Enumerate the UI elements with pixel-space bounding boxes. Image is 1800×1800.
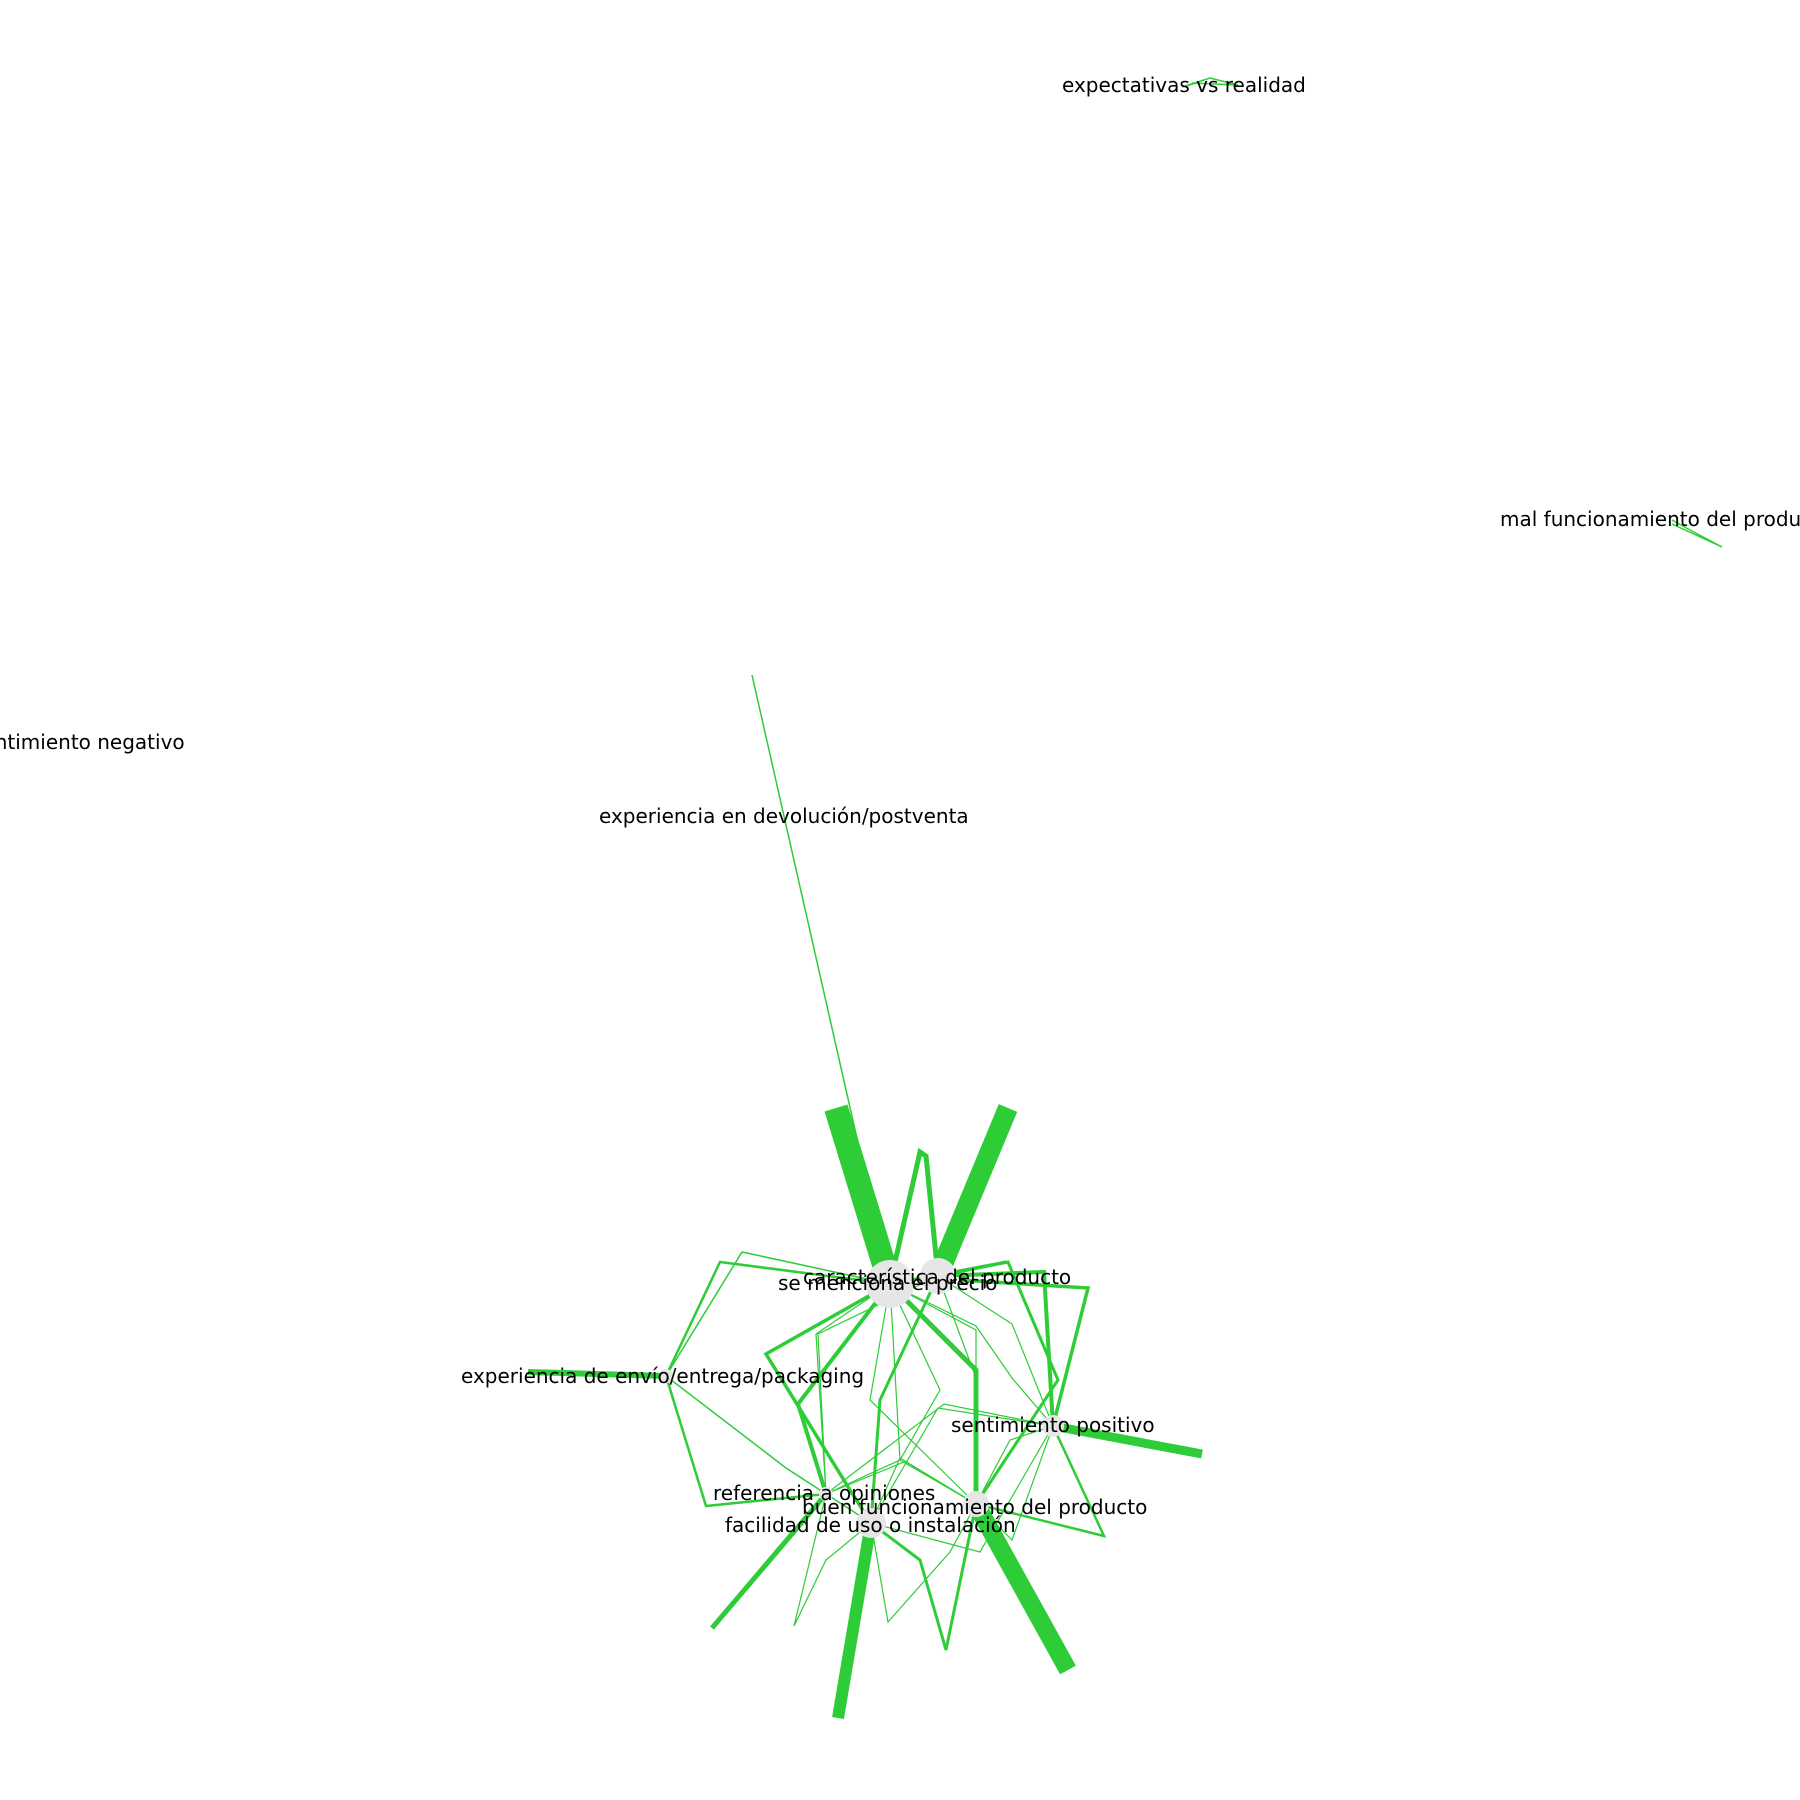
node-label-facilidad: facilidad de uso o instalación [725, 1513, 1016, 1537]
node-label-opiniones: referencia a opiniones [713, 1481, 935, 1505]
node-label-mal-funcionamiento: mal funcionamiento del producto [1500, 507, 1800, 531]
edge-mesh-7 [870, 1407, 1054, 1524]
edge-mesh-8 [793, 1493, 872, 1627]
edge-expectativas-loop [1181, 77, 1239, 88]
node-precio [866, 1260, 914, 1308]
edge-mesh-9 [870, 1503, 977, 1624]
node-label-sentimiento-positivo: sentimiento positivo [951, 1413, 1155, 1437]
edge-envio-selfloop [527, 1369, 667, 1379]
node-label-buen-funcionamiento: buen funcionamiento del producto [802, 1495, 1147, 1519]
edge-buen-funcionamiento-facilidad-loop [870, 1503, 978, 1651]
node-label-precio: se menciona el precio [778, 1271, 997, 1295]
edge-layer [527, 77, 1723, 1720]
node-caracteristica [920, 1258, 956, 1294]
edge-sentimiento-positivo-selfloop [1052, 1421, 1203, 1459]
label-layer: expectativas vs realidad mal funcionamie… [0, 73, 1800, 1537]
edge-caracteristica-sentimiento-positivo [937, 1269, 1055, 1427]
node-label-caracteristica: característica del producto [803, 1265, 1071, 1289]
edge-caracteristica-selfloop-large [928, 1104, 1018, 1280]
edge-facilidad-selfloop [832, 1521, 877, 1720]
edge-mesh-1 [815, 1283, 891, 1495]
node-sentimiento-positivo [1042, 1415, 1064, 1437]
edge-precio-buen-funcionamiento [888, 1282, 979, 1504]
edge-mesh-4 [869, 1283, 977, 1505]
edge-mesh-3 [937, 1275, 1054, 1427]
edge-mesh-10 [889, 1283, 977, 1505]
node-opiniones [819, 1487, 833, 1501]
node-facilidad [856, 1508, 886, 1538]
edge-envio-precio-thin [665, 1251, 891, 1377]
edge-caracteristica-buen-funcionamiento [937, 1260, 1060, 1505]
edge-mesh-15 [825, 1283, 941, 1495]
edge-mesh-14 [889, 1275, 977, 1379]
edge-precio-selfloop-large [824, 1104, 902, 1288]
node-label-expectativas: expectativas vs realidad [1062, 73, 1306, 97]
edge-opiniones-selfloop [710, 1492, 828, 1630]
edge-mal-funcionamiento-loop [1671, 519, 1723, 548]
node-label-sentimiento-negativo: sentimiento negativo [0, 730, 185, 754]
edge-mesh-16 [870, 1457, 977, 1524]
edge-mesh-2 [889, 1283, 1054, 1427]
edge-mesh-6 [825, 1403, 1054, 1495]
edge-sentimiento-positivo-buen-funcionamiento [975, 1425, 1107, 1538]
node-buen-funcionamiento [963, 1491, 989, 1517]
node-envio [659, 1369, 673, 1383]
node-label-devolucion: experiencia en devolución/postventa [599, 804, 969, 828]
node-label-envio: experiencia de envío/entrega/packaging [461, 1364, 864, 1388]
node-layer [659, 1258, 1064, 1538]
edge-caracteristica-sentimiento-positivo-2 [959, 1278, 1091, 1427]
edge-caracteristica-facilidad [869, 1275, 940, 1524]
edge-mesh-12 [870, 1425, 1054, 1553]
edge-envio-facilidad [665, 1375, 872, 1524]
edge-precio-caracteristica-zigzag [887, 1147, 941, 1285]
edge-precio-facilidad [763, 1282, 891, 1524]
